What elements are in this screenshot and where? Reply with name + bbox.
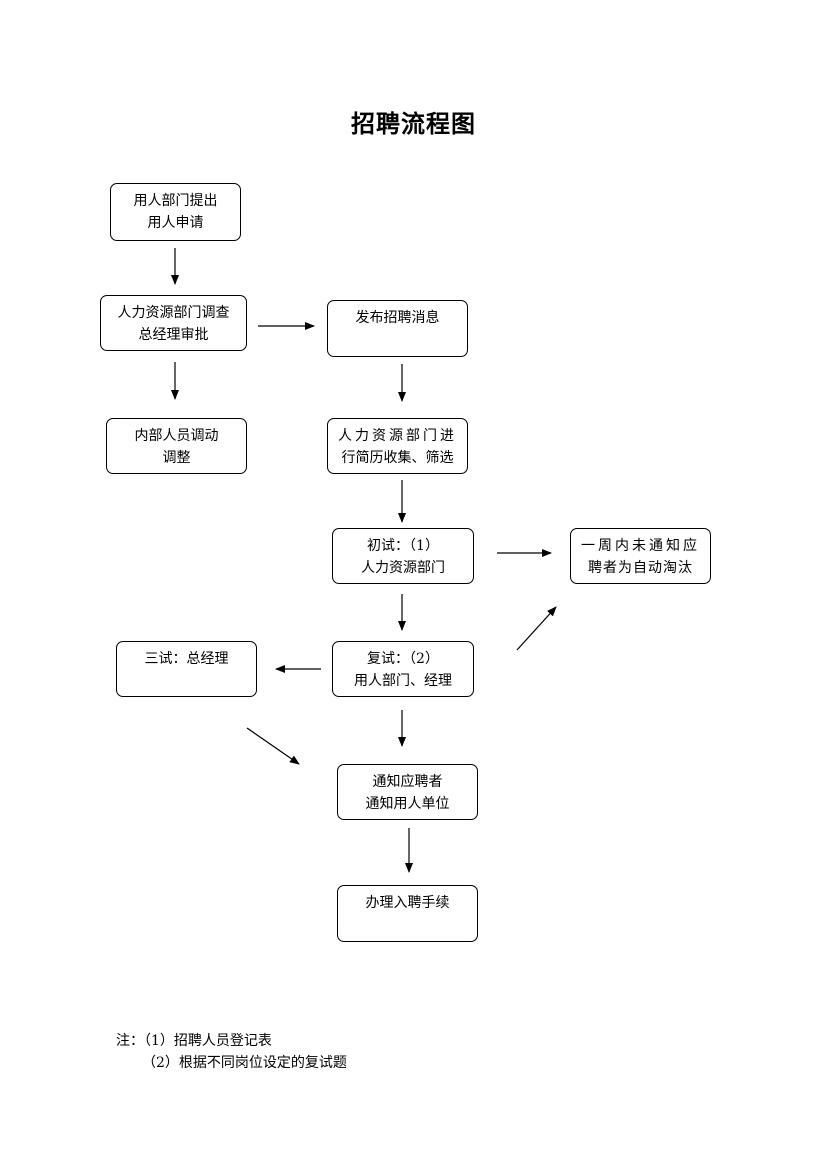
box-onboard: 办理入聘手续 [337,885,478,942]
page-title: 招聘流程图 [351,110,476,138]
box-second-line2: 用人部门、经理 [354,673,452,689]
box-hr-review-line1: 人力资源部门调查 [117,305,230,321]
box-collect-line1: 人力资源部门进 [338,428,457,444]
box-hr-review-line2: 总经理审批 [138,327,209,343]
box-notify-line1: 通知应聘者 [372,774,443,790]
box-publish-line1: 发布招聘消息 [355,310,440,326]
box-hr-review: 人力资源部门调查 总经理审批 [100,295,247,351]
box-request: 用人部门提出 用人申请 [110,183,241,241]
box-publish: 发布招聘消息 [327,300,468,357]
box-request-line1: 用人部门提出 [133,193,218,209]
footnotes: 注：（1）招聘人员登记表 （2）根据不同岗位设定的复试题 [116,1030,347,1074]
box-first-interview: 初试：（1） 人力资源部门 [332,528,474,584]
box-request-line2: 用人申请 [147,215,204,231]
footnote-1: 注：（1）招聘人员登记表 [116,1033,272,1049]
box-internal-line2: 调整 [162,450,191,466]
footnote-2: （2）根据不同岗位设定的复试题 [142,1055,347,1071]
box-second-interview: 复试：（2） 用人部门、经理 [332,641,474,697]
box-eliminate-line2: 聘者为自动淘汰 [588,560,693,576]
box-third-interview: 三试：总经理 [116,641,257,697]
box-onboard-line1: 办理入聘手续 [365,895,450,911]
box-internal-line1: 内部人员调动 [134,428,219,444]
arrow-third-to-notify [246,727,300,765]
box-collect: 人力资源部门进 行简历收集、筛选 [327,418,468,474]
box-first-line2: 人力资源部门 [361,560,445,576]
box-eliminate-line1: 一周内未通知应 [581,538,700,554]
box-collect-line2: 行简历收集、筛选 [341,450,454,466]
arrow-second-to-eliminate [516,606,557,651]
box-third-line1: 三试：总经理 [144,651,229,667]
box-notify-line2: 通知用人单位 [365,796,450,812]
box-second-line1: 复试：（2） [367,651,439,667]
box-internal: 内部人员调动 调整 [106,418,247,474]
box-first-line1: 初试：（1） [367,538,439,554]
box-notify: 通知应聘者 通知用人单位 [337,764,478,820]
box-eliminate: 一周内未通知应 聘者为自动淘汰 [570,528,711,584]
